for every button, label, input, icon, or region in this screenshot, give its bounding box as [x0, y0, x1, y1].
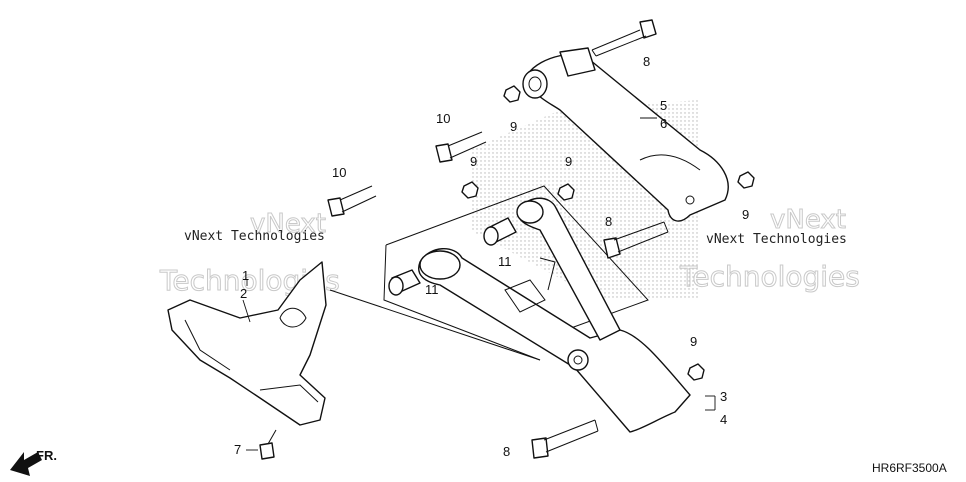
watermark-large-right: vNext Technologies	[679, 205, 861, 294]
bolt-8-bottom	[531, 419, 599, 459]
diagram-code: HR6RF3500A	[872, 461, 947, 475]
bolt-8-top	[591, 19, 657, 57]
watermark-large-left: vNext Technologies	[159, 209, 341, 298]
upper-arm	[522, 47, 729, 222]
watermark-text-left: vNext Technologies	[184, 229, 325, 244]
callout-1: 1	[242, 268, 249, 283]
bolt-10-a	[435, 131, 487, 163]
callout-9-a: 9	[510, 119, 517, 134]
callout-8-top: 8	[643, 54, 650, 69]
svg-text:vNext: vNext	[250, 209, 326, 239]
callout-10-a: 10	[436, 111, 450, 126]
bolt-7	[259, 429, 277, 460]
direction-label: FR.	[36, 448, 57, 463]
callout-10-b: 10	[332, 165, 346, 180]
svg-text:vNext: vNext	[770, 205, 846, 235]
watermark-text-right: vNext Technologies	[706, 232, 847, 247]
callout-4: 4	[720, 412, 727, 427]
callout-8-bottom: 8	[503, 444, 510, 459]
callout-9-c: 9	[565, 154, 572, 169]
bolt-8-mid	[603, 221, 669, 259]
nut-9-b	[461, 181, 479, 199]
callout-7: 7	[234, 442, 241, 457]
nut-9-e	[687, 363, 705, 381]
callout-6: 6	[660, 116, 667, 131]
lower-arm	[418, 197, 691, 433]
callout-11-b: 11	[498, 254, 512, 269]
callout-3: 3	[720, 389, 727, 404]
bushing-11-a	[388, 269, 421, 296]
callout-2: 2	[240, 286, 247, 301]
nut-9-a	[503, 85, 521, 103]
svg-text:Technologies: Technologies	[679, 260, 860, 293]
callout-5: 5	[660, 98, 667, 113]
callout-11-a: 11	[425, 282, 439, 297]
leader-lines	[242, 117, 716, 451]
callout-8-mid: 8	[605, 214, 612, 229]
callout-9-d: 9	[742, 207, 749, 222]
callout-9-e: 9	[690, 334, 697, 349]
callout-9-b: 9	[470, 154, 477, 169]
nut-9-c	[557, 183, 575, 201]
front-direction-indicator: FR.	[10, 448, 57, 476]
bolt-10-b	[327, 185, 377, 217]
bushing-11-b	[483, 217, 517, 246]
callouts: 1 2 3 4 5 6 7 8 8 8 9 9 9 9 9 10 10 11 1…	[234, 54, 749, 459]
nut-9-d	[737, 171, 755, 189]
arm-guard	[167, 261, 327, 426]
